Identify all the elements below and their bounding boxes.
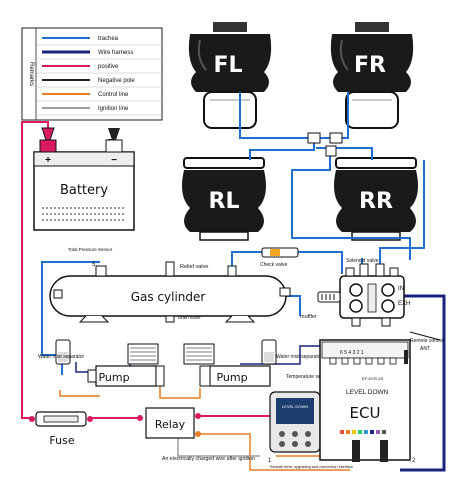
battery-minus: − xyxy=(111,155,117,166)
air-spring-fr: FR xyxy=(330,22,414,129)
exh-label: EXH xyxy=(398,301,410,307)
battery-plus: + xyxy=(45,155,51,166)
remote-screen-text: LEVEL DOWN xyxy=(282,404,308,409)
legend-label: Ignition line xyxy=(98,106,129,112)
ecu-sub: LEVEL DOWN xyxy=(346,389,389,396)
pump-left: Pump xyxy=(87,343,165,387)
pressure-sensor-label: Total Pressure Sensor xyxy=(68,247,113,252)
legend-label: positive xyxy=(98,64,119,70)
tee-fittings xyxy=(307,132,343,157)
water-sep-right-label: Water mist separator xyxy=(276,354,323,360)
ecu-pins: 6 5 4 3 2 1 xyxy=(340,350,364,356)
pump-right: Pump xyxy=(183,343,271,387)
remote-note: Remote timer upgrading and connection in… xyxy=(270,465,353,469)
legend-label: Negative pole xyxy=(98,78,135,84)
ant-label: ANT xyxy=(420,346,430,352)
air-spring-rl: RL xyxy=(182,157,266,241)
remote-controller: LEVEL DOWN Temperature sensor 1 xyxy=(268,374,331,464)
relay: Relay xyxy=(137,407,201,439)
ecu-model: EF-ECR-2S xyxy=(362,376,383,381)
legend-label: Wire harness xyxy=(98,50,133,56)
solenoid-valve: Solenoid valve IN EXH muffler xyxy=(300,258,410,327)
drain-valve-label: Drain valve xyxy=(178,315,201,320)
fuse: Fuse xyxy=(29,411,93,447)
rr-label: RR xyxy=(359,189,393,214)
battery-clamps xyxy=(41,127,120,141)
legend-label: Control line xyxy=(98,92,129,98)
ignition-note: An electrically charged wire after ignit… xyxy=(162,456,255,462)
in-label: IN xyxy=(398,286,404,292)
temperature-sensor-label: Temperature sensor xyxy=(286,374,331,380)
air-lines xyxy=(41,92,425,375)
rl-label: RL xyxy=(209,189,240,214)
remarks-title: Remarks xyxy=(28,62,34,86)
battery: + − Battery xyxy=(33,139,135,231)
water-separator-left: Water mist separator xyxy=(38,339,85,365)
sensor-number: 5 xyxy=(92,262,96,268)
pump-right-label: Pump xyxy=(216,371,247,384)
pump-left-label: Pump xyxy=(98,371,129,384)
marker-1: 1 xyxy=(268,458,272,464)
fuse-label: Fuse xyxy=(49,434,74,447)
legend-label: trachea xyxy=(98,36,119,42)
battery-label: Battery xyxy=(60,183,108,198)
air-spring-rr: RR xyxy=(334,157,418,241)
solenoid-valve-label: Solenoid valve xyxy=(346,258,379,264)
relief-valve-label: Relief valve xyxy=(180,264,208,270)
fl-label: FL xyxy=(213,53,242,78)
muffler-label: muffler xyxy=(300,314,317,320)
check-valve: Check valve xyxy=(260,247,299,268)
marker-2: 2 xyxy=(412,458,416,464)
check-valve-label: Check valve xyxy=(260,262,287,268)
remote-control-label: Remote control xyxy=(410,338,444,344)
ecu-label: ECU xyxy=(350,404,381,422)
relay-label: Relay xyxy=(155,418,186,431)
fr-label: FR xyxy=(354,53,386,78)
gas-cylinder: Gas cylinder Total Pressure Sensor 5 Rel… xyxy=(49,247,291,323)
water-separator-right: Water mist separator xyxy=(261,339,323,365)
water-sep-left-label: Water mist separator xyxy=(38,354,85,360)
ecu: 6 5 4 3 2 1 EF-ECR-2S LEVEL DOWN ECU Rem… xyxy=(319,338,444,464)
gas-cylinder-label: Gas cylinder xyxy=(131,290,206,304)
air-spring-fl: FL xyxy=(188,22,272,129)
